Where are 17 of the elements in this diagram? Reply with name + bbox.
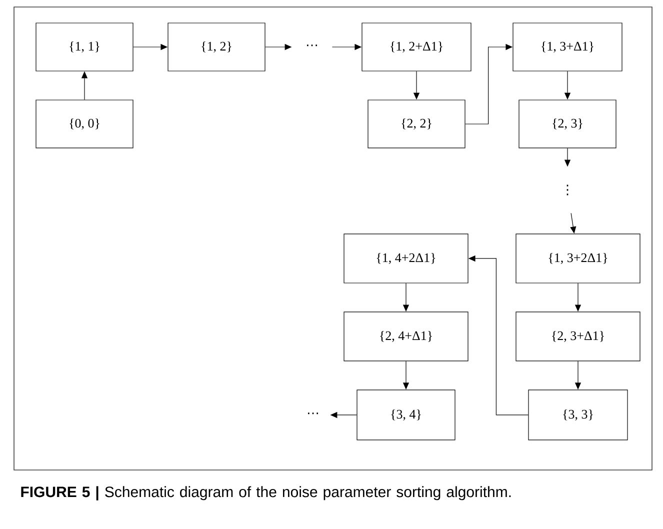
ellipsis: ⋮ [566,184,568,196]
process-box: {1, 4+2Δ1} [344,234,468,284]
process-box: {2, 3} [518,100,616,148]
process-box: {1, 3+2Δ1} [516,234,640,284]
process-box: {1, 3+Δ1} [512,22,622,72]
process-box: {3, 4} [356,390,456,440]
ellipsis: ⋯ [307,44,317,46]
process-box: {2, 4+Δ1} [344,312,468,362]
process-box: {0, 0} [36,100,134,148]
process-box: {2, 2} [368,100,466,148]
ellipsis: ⋯ [308,412,318,414]
figure-caption: FIGURE 5 | Schematic diagram of the noise parameter sorting algorithm. [21,486,511,500]
process-box: {2, 3+Δ1} [516,312,640,362]
process-box: {3, 3} [528,390,628,440]
process-box: {1, 1} [36,22,134,72]
process-box: {1, 2+Δ1} [362,22,472,72]
process-box: {1, 2} [168,22,266,72]
